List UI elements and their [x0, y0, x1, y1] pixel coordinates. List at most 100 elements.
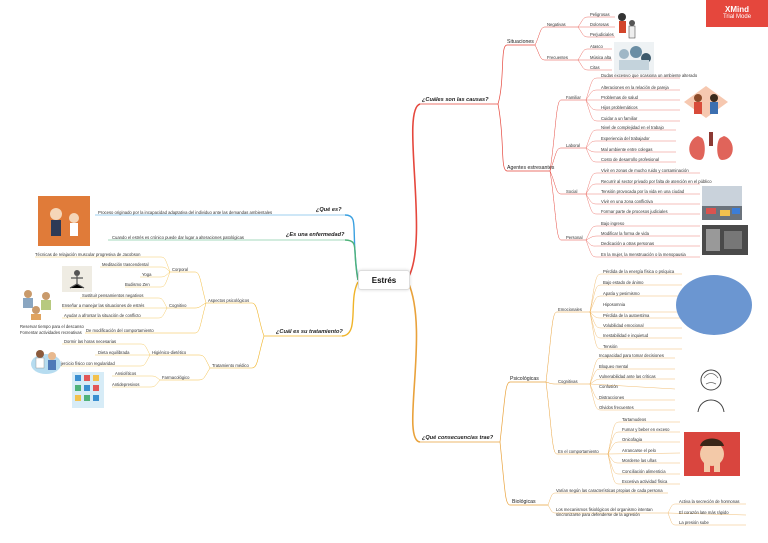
leaf[interactable]: Cuidar a un familiar [601, 116, 638, 121]
leaf[interactable]: Meditación trascendental [102, 262, 149, 267]
leaf[interactable]: Vivir en zonas de mucho ruido y contamin… [601, 168, 689, 173]
node-cognitivas[interactable]: Cognitivas [558, 379, 578, 384]
leaf[interactable]: Yoga [142, 272, 152, 277]
crowd-sketch-icon [614, 42, 654, 74]
leaf[interactable]: Incapacidad para tomar decisiones [599, 353, 664, 358]
leaf[interactable]: Tensión provocada por la vida en una ciu… [601, 189, 685, 194]
node-psicologicos[interactable]: Aspectos psicológicos [208, 298, 250, 303]
leaf[interactable]: Apatía y pesimismo [603, 291, 640, 296]
topic-enfermedad[interactable]: ¿Es una enfermedad? [286, 232, 345, 238]
leaf[interactable]: Mal ambiente entre colegas [601, 147, 653, 152]
leaf[interactable]: La presión sube [679, 520, 709, 525]
leaf[interactable]: Atasco [590, 44, 603, 49]
leaf[interactable]: Los mecanismos fisiológicos del organism… [556, 507, 653, 517]
leaf[interactable]: Peligrosas [590, 12, 610, 17]
node-emocionales[interactable]: Emocionales [558, 307, 582, 312]
leaf[interactable]: Morderse las uñas [622, 458, 657, 463]
leaf[interactable]: Antidepresivos [112, 382, 140, 387]
leaf[interactable]: Volubilidad emocional [603, 323, 644, 328]
leaf[interactable]: Problemas de salud [601, 95, 639, 100]
leaf[interactable]: Pérdida de la energía física o psíquica [603, 269, 675, 274]
node-laboral[interactable]: Laboral [566, 143, 580, 148]
leaf[interactable]: Música alta [590, 55, 612, 60]
leaf[interactable]: Vulnerabilidad ante las críticas [599, 374, 656, 379]
leaf[interactable]: Enseñar a manejar las situaciones de est… [62, 303, 145, 308]
node-psicologicas[interactable]: Psicológicas [510, 376, 539, 382]
node-corporal[interactable]: Corporal [172, 267, 189, 272]
leaf[interactable]: Varían según las características propias… [556, 488, 663, 493]
node-negativas[interactable]: Negativas [547, 22, 566, 27]
leaf[interactable]: Técnicas de relajación muscular progresi… [35, 252, 141, 257]
leaf[interactable]: Experiencia del trabajador [601, 136, 650, 141]
family-quarrel-icon [684, 86, 728, 118]
leaf[interactable]: Recurrir al sector privado por falta de … [601, 179, 712, 184]
node-comportamiento[interactable]: En el comportamiento [558, 449, 599, 454]
doctor-patient-icon [31, 350, 61, 374]
stressed-woman-icon [684, 432, 740, 476]
leaf[interactable]: Budismo Zen [125, 282, 150, 287]
leaf[interactable]: Dolorosas [590, 22, 609, 27]
leaf[interactable]: Dormir las horas necesarias [64, 339, 117, 344]
leaf[interactable]: Costo de desarrollo profesional [601, 157, 659, 162]
node-higienico[interactable]: Higiénico-dietético [152, 350, 187, 355]
node-modificacion[interactable]: De modificación del comportamiento [86, 328, 154, 333]
leaf[interactable]: Modificar la forma de vida [601, 231, 649, 236]
leaf[interactable]: Dudas excesivo que ocasiona un ambiente … [601, 73, 698, 78]
leaf[interactable]: El corazón late más rápido [679, 510, 729, 515]
leaf[interactable]: Tartamudeos [622, 417, 647, 422]
leaf[interactable]: Nivel de complejidad en el trabajo [601, 125, 664, 130]
leaf[interactable]: Alteraciones en la relación de pareja [601, 85, 669, 90]
node-familiar[interactable]: Familiar [566, 95, 581, 100]
que-es-text[interactable]: Proceso originado por la incapacidad ada… [98, 210, 273, 215]
leaf[interactable]: Pérdida de la autoestima [603, 313, 650, 318]
topic-que-es[interactable]: ¿Qué es? [316, 207, 342, 213]
leaf[interactable]: Dedicación a otras personas [601, 241, 655, 246]
leaf[interactable]: Tensión [603, 344, 618, 349]
leaf[interactable]: Olvidos frecuentes [599, 405, 634, 410]
leaf[interactable]: Bajo estado de ánimo [603, 280, 644, 285]
node-frecuentes[interactable]: Frecuentes [547, 55, 568, 60]
enfermedad-text[interactable]: Cuando el estrés es crónico puede dar lu… [112, 235, 244, 240]
topic-consecuencias[interactable]: ¿Qué consecuencias trae? [422, 435, 494, 441]
leaf[interactable]: Vivir en una zona conflictiva [601, 199, 653, 204]
leaf[interactable]: En la mujer, la menstruación o la menopa… [601, 252, 686, 257]
leaf[interactable]: Inestabilidad e inquietud [603, 333, 649, 338]
lungs-icon [680, 130, 742, 164]
leaf[interactable]: Sustituir pensamientos negativos [82, 293, 144, 298]
leaf[interactable]: Ayudar a afrontar la situación de confli… [64, 313, 141, 318]
leaf[interactable]: Hijos problemáticos [601, 105, 638, 110]
badge-mode: Trial Mode [722, 14, 752, 20]
node-medico[interactable]: Tratamiento médico [212, 363, 249, 368]
leaf[interactable]: Confusión [599, 384, 618, 389]
leaf[interactable]: Fomentar actividades recreativas [20, 330, 82, 335]
node-cognitivo[interactable]: Cognitivo [169, 303, 187, 308]
leaf[interactable]: Ansiolíticos [115, 371, 137, 376]
leaf[interactable]: Bajo ingreso [601, 221, 625, 226]
node-agentes[interactable]: Agentes estresantes [507, 165, 555, 171]
leaf[interactable]: Perjudiciales [590, 32, 614, 37]
leaf[interactable]: Citas [590, 65, 600, 70]
node-social[interactable]: Social [566, 189, 578, 194]
leaf[interactable]: Bloqueo mental [599, 364, 629, 369]
leaf[interactable]: Formar parte de procesos judiciales [601, 209, 668, 214]
leaf[interactable]: Fumar y beber en exceso [622, 427, 670, 432]
leaf[interactable]: Conciliación alimenticia [622, 469, 666, 474]
leaf[interactable]: Hiposomnia [603, 302, 626, 307]
node-farmacologico[interactable]: Farmacológico [162, 375, 190, 380]
leaf[interactable]: Distracciones [599, 395, 625, 400]
leaf[interactable]: Ejercicio físico con regularidad [58, 361, 115, 366]
leaf[interactable]: Reservar tiempo para el descanso [20, 324, 84, 329]
leaf[interactable]: Excesiva actividad física [622, 479, 668, 484]
leaf[interactable]: Activa la secreción de hormonas [679, 499, 740, 504]
leaf[interactable]: Onicofagia [622, 437, 643, 442]
traffic-scene-icon [702, 186, 742, 220]
leaf[interactable]: Arrancarse el pelo [622, 448, 656, 453]
topic-causas[interactable]: ¿Cuáles son las causas? [422, 97, 489, 103]
central-topic[interactable]: Estrés [358, 270, 410, 290]
leaf[interactable]: Dieta equilibrada [98, 350, 130, 355]
node-personal[interactable]: Personal [566, 235, 583, 240]
topic-tratamiento[interactable]: ¿Cuál es su tratamiento? [276, 329, 343, 335]
node-situaciones[interactable]: Situaciones [507, 39, 534, 45]
node-biologicas[interactable]: Biológicas [512, 499, 536, 505]
cartoon-figures-icon [618, 13, 636, 39]
